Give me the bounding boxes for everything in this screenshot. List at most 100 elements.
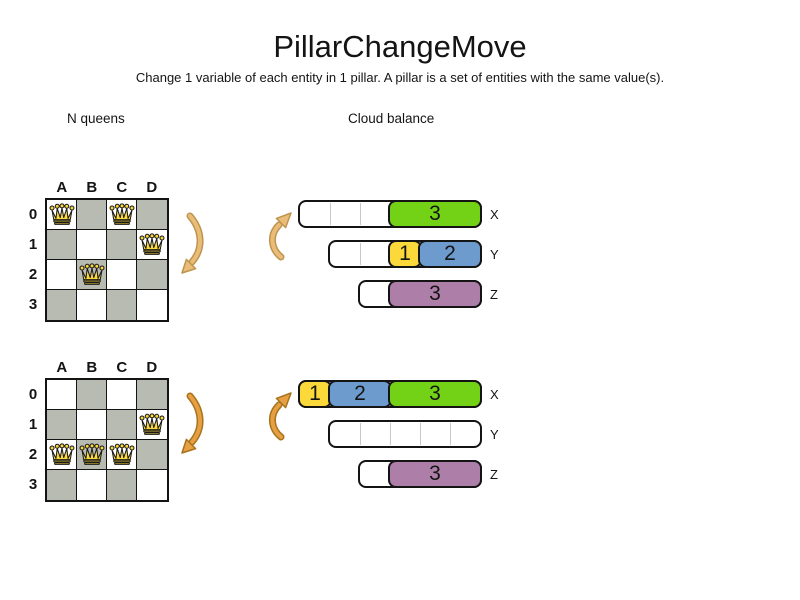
board-cell-A2: [47, 260, 77, 290]
board-cell-C3: [107, 470, 137, 500]
board-cell-B2: [77, 260, 107, 290]
computer-bar-Z: 3: [358, 280, 482, 308]
board-move-arrow-down-icon: [181, 212, 204, 274]
board-cell-C3: [107, 290, 137, 320]
queen-icon: [79, 443, 104, 465]
cloud-move-arrow-up-icon: [269, 212, 292, 261]
computer-label-X: X: [490, 387, 499, 402]
board-cell-B2: [77, 440, 107, 470]
board-cell-A3: [47, 470, 77, 500]
row-label-3: 3: [28, 476, 38, 493]
computer-bar-Z: 3: [358, 460, 482, 488]
column-labels: A B C D: [47, 359, 167, 376]
computer-label-X: X: [490, 207, 499, 222]
process-block-3: 3: [388, 200, 482, 228]
board-cell-B0: [77, 380, 107, 410]
queen-icon: [49, 203, 74, 225]
computer-label-Z: Z: [490, 467, 498, 482]
chessboard-after: A B C D 0 1 2 3: [29, 359, 169, 502]
board-cell-A0: [47, 380, 77, 410]
board-cell-C0: [107, 380, 137, 410]
board-cell-B0: [77, 200, 107, 230]
board-move-arrow-down-icon: [181, 392, 204, 454]
board-cell-D0: [137, 200, 167, 230]
board-cell-A1: [47, 230, 77, 260]
board-grid: [45, 198, 169, 322]
queen-icon: [79, 263, 104, 285]
row-label-2: 2: [28, 446, 38, 463]
process-block-2: 2: [328, 380, 392, 408]
segment-tick: [449, 423, 451, 445]
column-labels: A B C D: [47, 179, 167, 196]
section-label-nqueens: N queens: [67, 111, 125, 126]
board-cell-B3: [77, 470, 107, 500]
process-block-2: 2: [418, 240, 482, 268]
column-label-D: D: [146, 179, 158, 196]
board-cell-D3: [137, 470, 167, 500]
board-cell-D1: [137, 230, 167, 260]
column-label-C: C: [116, 359, 128, 376]
queen-icon: [109, 443, 134, 465]
queen-icon: [109, 203, 134, 225]
segment-tick: [359, 423, 361, 445]
row-label-1: 1: [28, 236, 38, 253]
board-cell-C0: [107, 200, 137, 230]
column-label-B: B: [86, 359, 98, 376]
column-label-A: A: [56, 359, 68, 376]
process-block-1: 1: [298, 380, 332, 408]
board-cell-A3: [47, 290, 77, 320]
board-cell-A2: [47, 440, 77, 470]
row-label-3: 3: [28, 296, 38, 313]
page-subtitle: Change 1 variable of each entity in 1 pi…: [135, 70, 665, 85]
computer-bar-Y: [328, 420, 482, 448]
queen-icon: [49, 443, 74, 465]
board-cell-C1: [107, 230, 137, 260]
segment-tick: [329, 203, 331, 225]
board-cell-C2: [107, 440, 137, 470]
board-cell-D2: [137, 440, 167, 470]
page-title: PillarChangeMove: [273, 29, 527, 64]
queen-icon: [139, 233, 165, 255]
segment-tick: [389, 423, 391, 445]
column-label-A: A: [56, 179, 68, 196]
board-cell-B1: [77, 410, 107, 440]
computer-label-Z: Z: [490, 287, 498, 302]
queen-icon: [139, 413, 165, 435]
column-label-D: D: [146, 359, 158, 376]
board-cell-A1: [47, 410, 77, 440]
column-label-B: B: [86, 179, 98, 196]
computer-label-Y: Y: [490, 427, 499, 442]
row-label-0: 0: [28, 206, 38, 223]
board-cell-D2: [137, 260, 167, 290]
board-cell-B3: [77, 290, 107, 320]
board-cell-B1: [77, 230, 107, 260]
segment-tick: [359, 243, 361, 265]
board-cell-D3: [137, 290, 167, 320]
segment-tick: [359, 203, 361, 225]
board-grid: [45, 378, 169, 502]
board-cell-D1: [137, 410, 167, 440]
board-cell-D0: [137, 380, 167, 410]
process-block-3: 3: [388, 280, 482, 308]
cloud-move-arrow-up-icon: [269, 392, 292, 441]
row-labels: 0 1 2 3: [24, 380, 42, 500]
computer-bar-X: 3: [298, 200, 482, 228]
row-label-1: 1: [28, 416, 38, 433]
board-cell-C2: [107, 260, 137, 290]
process-block-3: 3: [388, 380, 482, 408]
row-label-0: 0: [28, 386, 38, 403]
computer-label-Y: Y: [490, 247, 499, 262]
process-block-3: 3: [388, 460, 482, 488]
section-label-cloud-balance: Cloud balance: [348, 111, 435, 126]
segment-tick: [419, 423, 421, 445]
board-cell-A0: [47, 200, 77, 230]
process-block-1: 1: [388, 240, 422, 268]
column-label-C: C: [116, 179, 128, 196]
